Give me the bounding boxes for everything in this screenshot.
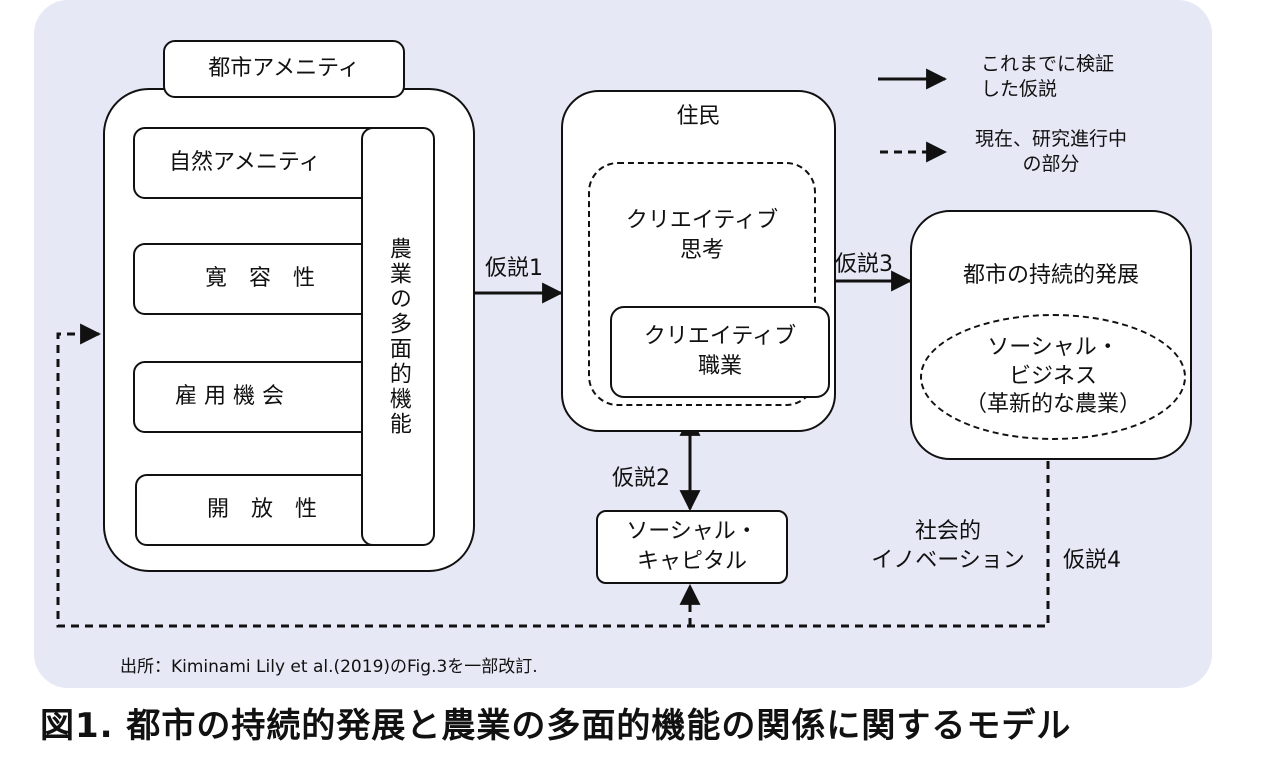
amenity-item-natural: 自然アメニティ: [133, 127, 393, 199]
social-capital-box: ソーシャル・ キャピタル: [596, 510, 788, 584]
hypothesis-2-label: 仮説2: [612, 466, 670, 491]
social-business-ellipse: ソーシャル・ ビジネス （革新的な農業）: [920, 314, 1186, 440]
figure-caption: 図1. 都市の持続的発展と農業の多面的機能の関係に関するモデル: [40, 706, 1072, 746]
amenity-item-label: 寛 容 性: [205, 266, 316, 292]
hypothesis-4-loop: [56, 323, 1050, 628]
social-business-label: ソーシャル・ ビジネス （革新的な農業）: [964, 335, 1141, 418]
creative-thinking-label: クリエイティブ 思考: [625, 208, 779, 263]
creative-occupation-label: クリエイティブ 職業: [643, 324, 797, 379]
residents-title: 住民: [676, 104, 721, 129]
amenity-item-employment: 雇 用 機 会: [133, 361, 393, 433]
hypothesis-4-label: 仮説4: [1063, 548, 1121, 573]
amenity-item-tolerance: 寛 容 性: [133, 243, 393, 315]
creative-thinking-box: クリエイティブ 思考: [588, 162, 816, 406]
hypothesis-1-label: 仮説1: [485, 256, 543, 281]
multifunction-box: 農業の多面的機能: [361, 127, 435, 546]
amenity-item-openness: 開 放 性: [135, 474, 393, 546]
amenity-title-box: 都市アメニティ: [163, 40, 405, 98]
legend-verified-label: これまでに検証 した仮説: [981, 53, 1115, 100]
social-innovation-label: 社会的 イノベーション: [871, 519, 1025, 573]
legend-in-progress-label: 現在、研究進行中 の部分: [975, 128, 1128, 175]
amenity-item-label: 自然アメニティ: [169, 150, 321, 176]
social-capital-label: ソーシャル・ キャピタル: [626, 519, 758, 574]
amenity-title: 都市アメニティ: [208, 56, 360, 82]
creative-occupation-box: クリエイティブ 職業: [610, 306, 830, 398]
amenity-item-label: 開 放 性: [207, 497, 318, 523]
amenity-item-label: 雇 用 機 会: [175, 384, 284, 410]
multifunction-label: 農業の多面的機能: [385, 236, 411, 437]
source-note: 出所：Kiminami Lily et al.(2019)のFig.3を一部改訂…: [120, 657, 538, 677]
hypothesis-3-label: 仮説3: [835, 252, 893, 277]
development-title: 都市の持続的発展: [962, 263, 1139, 288]
